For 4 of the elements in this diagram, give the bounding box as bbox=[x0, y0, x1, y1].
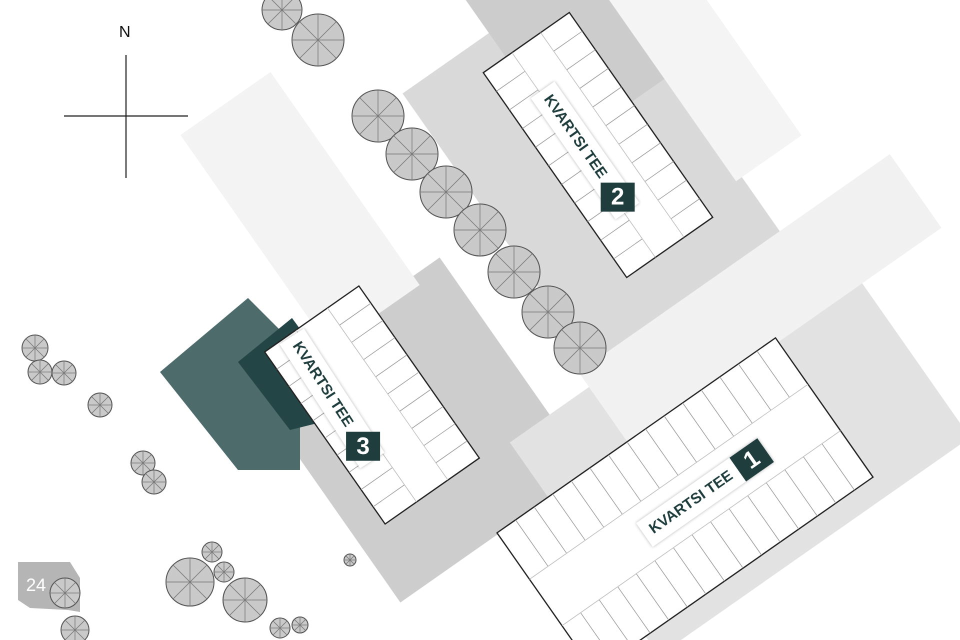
north-label: N bbox=[119, 24, 131, 42]
building-number-badge: 3 bbox=[346, 431, 380, 460]
building-number-badge: 2 bbox=[600, 182, 635, 212]
building-number: 24 bbox=[26, 575, 46, 596]
